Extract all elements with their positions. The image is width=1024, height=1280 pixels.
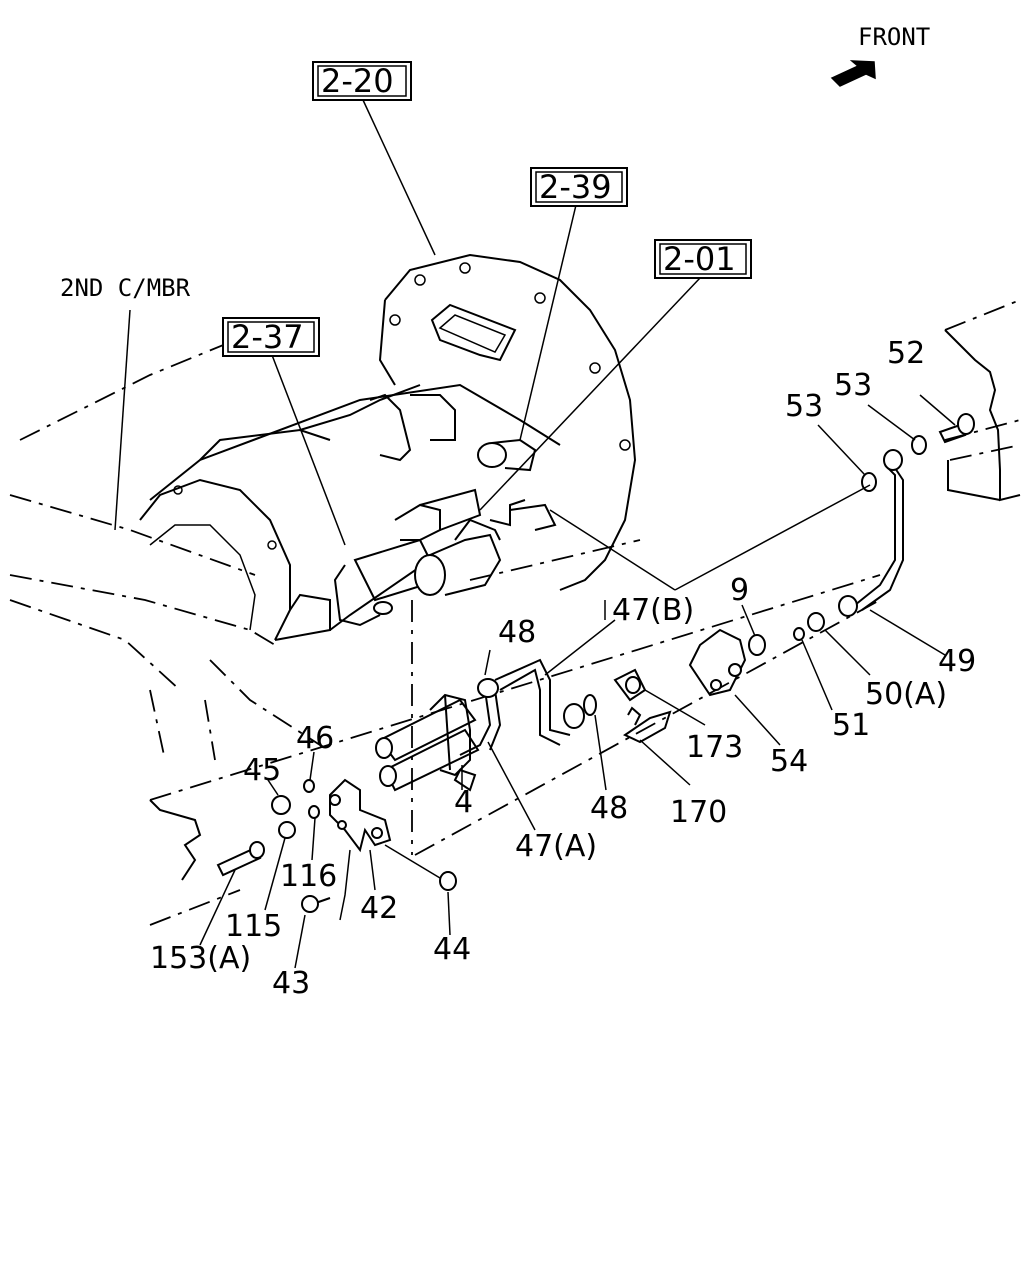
callout-43: 43 xyxy=(272,966,310,1001)
bracket-42 xyxy=(216,600,457,921)
callout-53-b: 53 xyxy=(785,389,823,424)
callout-48-a: 48 xyxy=(498,615,536,650)
hose-49 xyxy=(793,413,975,641)
ref-box-2-20[interactable]: 2-20 xyxy=(312,61,412,101)
callout-44: 44 xyxy=(433,932,471,967)
callout-173: 173 xyxy=(686,730,743,765)
callout-42: 42 xyxy=(360,891,398,926)
callout-47b: 47(B) xyxy=(612,593,694,628)
slave-cylinder xyxy=(333,499,557,627)
frame-outline xyxy=(9,299,1021,926)
callout-49: 49 xyxy=(938,644,976,679)
front-indicator: FRONT xyxy=(830,23,930,87)
callouts: 52 53 53 9 47(B) 48 49 50(A) 51 173 54 4… xyxy=(150,336,976,1001)
callout-4: 4 xyxy=(454,785,473,820)
callout-50a: 50(A) xyxy=(865,677,947,712)
transmission-assembly xyxy=(139,253,637,641)
bracket-54 xyxy=(688,628,766,697)
ref-box-2-37[interactable]: 2-37 xyxy=(222,317,320,357)
ref-2-20-label: 2-20 xyxy=(321,62,394,100)
front-arrow-icon xyxy=(830,60,876,87)
callout-46: 46 xyxy=(296,721,334,756)
frame-label: 2ND C/MBR xyxy=(60,274,191,302)
front-label: FRONT xyxy=(858,23,930,51)
ref-box-2-01[interactable]: 2-01 xyxy=(654,239,752,279)
callout-116: 116 xyxy=(280,859,337,894)
callout-52: 52 xyxy=(887,336,925,371)
callout-115: 115 xyxy=(225,909,282,944)
callout-47a: 47(A) xyxy=(515,829,597,864)
clutch-pipe xyxy=(459,658,597,756)
ref-box-2-39[interactable]: 2-39 xyxy=(530,167,628,207)
callout-54: 54 xyxy=(770,744,808,779)
callout-51: 51 xyxy=(832,708,870,743)
callout-9: 9 xyxy=(730,573,749,608)
callout-48-b: 48 xyxy=(590,791,628,826)
callout-170: 170 xyxy=(670,795,727,830)
damper-assembly xyxy=(375,693,480,792)
ref-2-01-label: 2-01 xyxy=(663,240,736,278)
ref-2-37-label: 2-37 xyxy=(231,318,304,356)
callout-153a: 153(A) xyxy=(150,941,251,976)
callout-53-a: 53 xyxy=(834,368,872,403)
ref-2-39-label: 2-39 xyxy=(539,168,612,206)
callout-45: 45 xyxy=(243,753,281,788)
leader-lines xyxy=(114,99,956,969)
